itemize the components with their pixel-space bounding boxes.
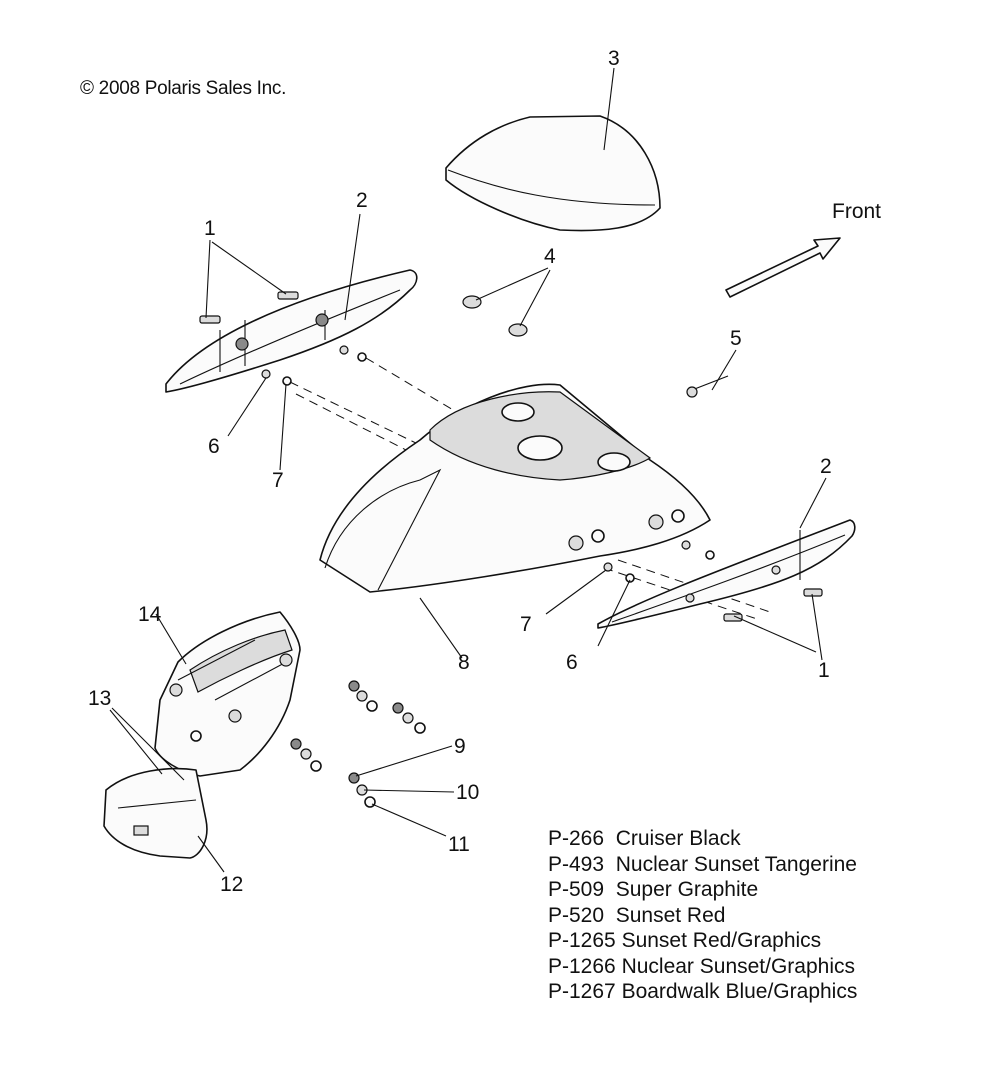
legend-row: P-520 Sunset Red	[548, 903, 857, 929]
callout-12: 12	[220, 873, 244, 896]
bolts-left-part-1	[199, 291, 329, 351]
callout-6-left: 6	[208, 435, 220, 458]
fasteners-right-part-6-7	[603, 540, 715, 583]
callout-13: 13	[88, 687, 112, 710]
legend-name: Nuclear Sunset/Graphics	[621, 954, 856, 978]
legend-row: P-509 Super Graphite	[548, 877, 857, 903]
legend-code: P-266	[548, 827, 605, 850]
callout-11: 11	[448, 833, 470, 856]
callout-2-left: 2	[356, 189, 368, 212]
bolts-right-part-1	[723, 588, 823, 622]
callout-1-left: 1	[204, 217, 216, 240]
legend-name: Super Graphite	[615, 878, 759, 901]
legend-name: Sunset Red/Graphics	[621, 929, 822, 952]
callout-leader-lines	[109, 67, 827, 873]
bracket-part-14	[154, 611, 301, 777]
fasteners-left-part-6-7	[261, 345, 367, 386]
legend-name: Sunset Red	[615, 903, 726, 927]
front-arrow	[725, 237, 841, 298]
callout-10: 10	[456, 781, 480, 804]
callout-9: 9	[454, 735, 466, 758]
callout-4: 4	[544, 245, 556, 268]
legend-row: P-1267 Boardwalk Blue/Graphics	[548, 979, 857, 1005]
legend-name: Nuclear Sunset Tangerine	[615, 852, 857, 876]
rear-fender-part-8	[319, 383, 711, 593]
legend-name: Boardwalk Blue/Graphics	[621, 980, 858, 1003]
callout-2-right: 2	[820, 455, 832, 478]
callout-6-right: 6	[566, 651, 578, 674]
legend-code: P-509	[548, 878, 605, 901]
legend-code: P-1266	[548, 954, 616, 978]
side-panel-left-part-2	[165, 269, 418, 393]
legend-code: P-520	[548, 903, 605, 927]
legend-row: P-1265 Sunset Red/Graphics	[548, 928, 857, 954]
copyright-text: © 2008 Polaris Sales Inc.	[80, 78, 287, 99]
callout-14: 14	[138, 603, 162, 626]
callout-3: 3	[608, 47, 620, 70]
callout-1-right: 1	[818, 659, 830, 682]
callout-8: 8	[458, 651, 470, 674]
license-plate-bracket-part-12	[103, 767, 208, 859]
side-panel-right-part-2	[597, 519, 856, 629]
hardware-cluster-part-9-10-11	[290, 680, 426, 808]
callout-7-right: 7	[520, 613, 532, 636]
push-rivet-part-5	[686, 375, 729, 398]
seat-pad-part-3	[445, 115, 661, 232]
color-code-legend: P-266 Cruiser Black P-493 Nuclear Sunset…	[548, 826, 857, 1005]
legend-row: P-493 Nuclear Sunset Tangerine	[548, 852, 857, 878]
legend-row: P-1266 Nuclear Sunset/Graphics	[548, 954, 857, 980]
legend-code: P-493	[548, 852, 605, 876]
legend-row: P-266 Cruiser Black	[548, 826, 857, 852]
callout-7-left: 7	[272, 469, 284, 492]
plugs-part-4	[462, 295, 528, 337]
legend-code: P-1265	[548, 929, 616, 952]
legend-code: P-1267	[548, 980, 616, 1003]
callout-5: 5	[730, 327, 742, 350]
front-direction-label: Front	[832, 200, 882, 223]
legend-name: Cruiser Black	[615, 827, 741, 850]
